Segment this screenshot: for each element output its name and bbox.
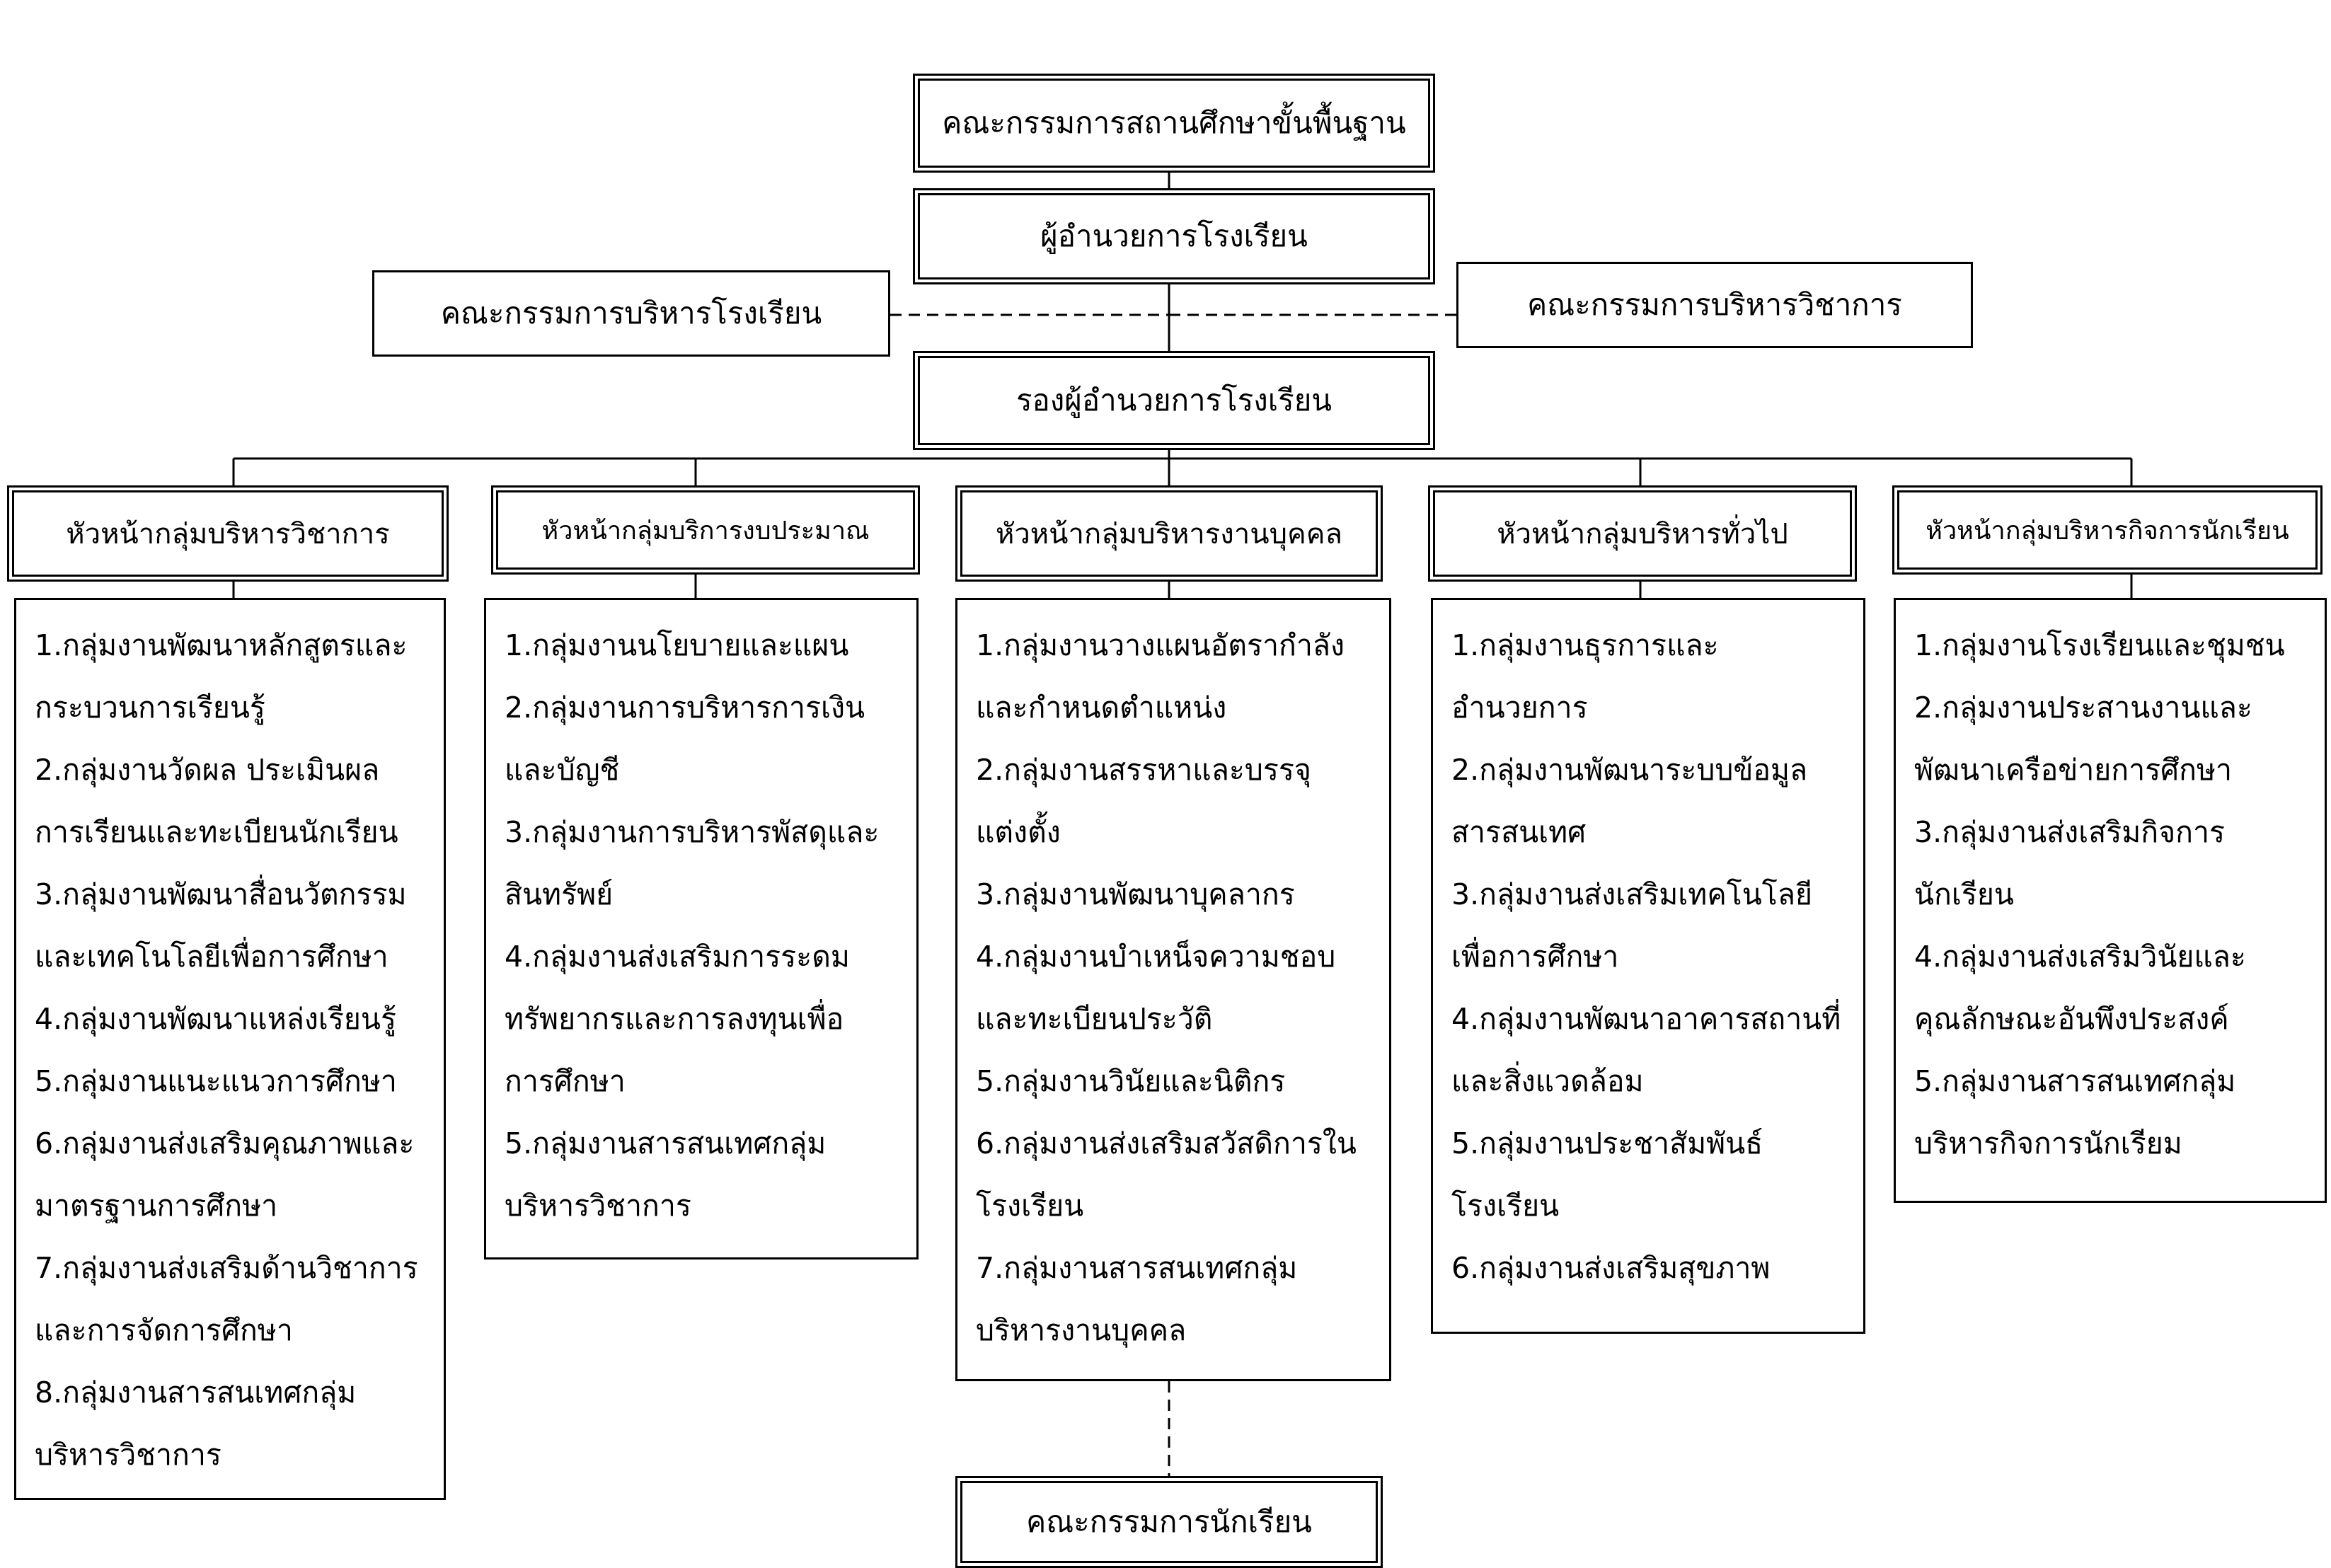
dept-head-academic-box: หัวหน้ากลุ่มบริหารวิชาการ: [7, 485, 449, 582]
list-item: สารสนเทศ: [1451, 815, 1587, 849]
list-item: 3.กลุ่มงานการบริหารพัสดุและ: [505, 815, 880, 849]
list-item: 2.กลุ่มงานพัฒนาระบบข้อมูล: [1451, 753, 1808, 787]
dept-head-student-affairs-label: หัวหน้ากลุ่มบริหารกิจการนักเรียน: [1926, 516, 2289, 546]
dept-head-personnel-label: หัวหน้ากลุ่มบริหารงานบุคคล: [995, 518, 1343, 550]
list-item: บริหารวิชาการ: [505, 1189, 691, 1223]
list-item: 4.กลุ่มงานส่งเสริมการระดม: [505, 940, 850, 974]
list-item: โรงเรียน: [976, 1189, 1084, 1223]
list-item: 5.กลุ่มงานวินัยและนิติกร: [976, 1064, 1286, 1098]
list-item: 6.กลุ่มงานส่งเสริมคุณภาพและ: [35, 1126, 415, 1160]
dept-head-student-affairs-box: หัวหน้ากลุ่มบริหารกิจการนักเรียน: [1892, 485, 2323, 575]
list-item: การศึกษา: [505, 1064, 626, 1098]
list-item: 6.กลุ่มงานส่งเสริมสวัสดิการใน: [976, 1126, 1357, 1160]
school-admin-committee-box: คณะกรรมการบริหารโรงเรียน: [372, 270, 890, 357]
dept-list-personnel: 1.กลุ่มงานวางแผนอัตรากำลัง และกำหนดตำแหน…: [955, 598, 1391, 1381]
list-item: 1.กลุ่มงานวางแผนอัตรากำลัง: [976, 628, 1345, 662]
list-item: 7.กลุ่มงานส่งเสริมด้านวิชาการ: [35, 1251, 418, 1285]
list-item: 4.กลุ่มงานพัฒนาแหล่งเรียนรู้: [35, 1002, 396, 1036]
student-committee-label: คณะกรรมการนักเรียน: [1026, 1504, 1312, 1539]
list-item: ทรัพยากรและการลงทุนเพื่อ: [505, 1002, 844, 1036]
dept-head-general-box: หัวหน้ากลุ่มบริหารทั่วไป: [1428, 485, 1857, 582]
dept-head-academic-label: หัวหน้ากลุ่มบริหารวิชาการ: [66, 518, 390, 550]
deputy-director-label: รองผู้อำนวยการโรงเรียน: [1015, 383, 1333, 417]
list-item: 3.กลุ่มงานพัฒนาสื่อนวัตกรรม: [35, 877, 407, 911]
dept-head-budget-label: หัวหน้ากลุ่มบริการงบประมาณ: [541, 516, 870, 546]
list-item: บริหารงานบุคคล: [976, 1313, 1187, 1347]
academic-admin-committee-label: คณะกรรมการบริหารวิชาการ: [1527, 287, 1902, 322]
list-item: 2.กลุ่มงานการบริหารการเงิน: [505, 691, 865, 725]
list-item: 8.กลุ่มงานสารสนเทศกลุ่ม: [35, 1376, 357, 1410]
list-item: แต่งตั้ง: [976, 815, 1061, 849]
list-item: โรงเรียน: [1451, 1189, 1560, 1223]
list-item: และกำหนดตำแหน่ง: [976, 691, 1227, 725]
list-item: บริหารกิจการนักเรียม: [1914, 1126, 2182, 1160]
list-item: กระบวนการเรียนรู้: [35, 691, 265, 725]
deputy-director-box: รองผู้อำนวยการโรงเรียน: [913, 351, 1435, 450]
dept-head-budget-box: หัวหน้ากลุ่มบริการงบประมาณ: [491, 485, 920, 575]
list-item: 1.กลุ่มงานนโยบายและแผน: [505, 628, 849, 662]
list-item: 5.กลุ่มงานประชาสัมพันธ์: [1451, 1126, 1763, 1160]
academic-admin-committee-box: คณะกรรมการบริหารวิชาการ: [1456, 262, 1973, 348]
list-item: 3.กลุ่มงานพัฒนาบุคลากร: [976, 877, 1295, 911]
list-item: 3.กลุ่มงานส่งเสริมเทคโนโลยี: [1451, 877, 1812, 911]
director-label: ผู้อำนวยการโรงเรียน: [1040, 219, 1308, 253]
list-item: 4.กลุ่มงานบำเหน็จความชอบ: [976, 940, 1336, 974]
list-item: นักเรียน: [1914, 877, 2014, 911]
dept-list-general: 1.กลุ่มงานธุรการและ อำนวยการ 2.กลุ่มงานพ…: [1431, 598, 1865, 1334]
list-item: 2.กลุ่มงานวัดผล ประเมินผล: [35, 753, 380, 787]
director-box: ผู้อำนวยการโรงเรียน: [913, 188, 1435, 284]
list-item: การเรียนและทะเบียนนักเรียน: [35, 815, 398, 849]
dept-list-academic: 1.กลุ่มงานพัฒนาหลักสูตรและ กระบวนการเรีย…: [14, 598, 446, 1500]
dept-head-general-label: หัวหน้ากลุ่มบริหารทั่วไป: [1497, 518, 1788, 550]
list-item: อำนวยการ: [1451, 691, 1588, 725]
list-item: 2.กลุ่มงานประสานงานและ: [1914, 691, 2252, 725]
list-item: สินทรัพย์: [505, 877, 614, 911]
dept-list-budget: 1.กลุ่มงานนโยบายและแผน 2.กลุ่มงานการบริห…: [484, 598, 919, 1259]
list-item: เพื่อการศึกษา: [1451, 940, 1619, 974]
student-committee-box: คณะกรรมการนักเรียน: [955, 1476, 1383, 1568]
list-item: พัฒนาเครือข่ายการศึกษา: [1914, 753, 2233, 787]
dept-list-student-affairs: 1.กลุ่มงานโรงเรียนและชุมชน 2.กลุ่มงานประ…: [1894, 598, 2327, 1203]
list-item: 6.กลุ่มงานส่งเสริมสุขภาพ: [1451, 1251, 1771, 1285]
list-item: มาตรฐานการศึกษา: [35, 1189, 278, 1223]
list-item: 5.กลุ่มงานสารสนเทศกลุ่ม: [1914, 1064, 2236, 1098]
list-item: 4.กลุ่มงานส่งเสริมวินัยและ: [1914, 940, 2246, 974]
dept-head-personnel-box: หัวหน้ากลุ่มบริหารงานบุคคล: [955, 485, 1383, 582]
list-item: 1.กลุ่มงานธุรการและ: [1451, 628, 1719, 662]
list-item: และบัญชี: [505, 753, 620, 787]
list-item: และการจัดการศึกษา: [35, 1313, 293, 1347]
basic-education-committee-box: คณะกรรมการสถานศึกษาขั้นพื้นฐาน: [913, 74, 1435, 173]
list-item: 5.กลุ่มงานแนะแนวการศึกษา: [35, 1064, 397, 1098]
basic-education-committee-label: คณะกรรมการสถานศึกษาขั้นพื้นฐาน: [942, 105, 1406, 140]
list-item: 5.กลุ่มงานสารสนเทศกลุ่ม: [505, 1126, 827, 1160]
list-item: และทะเบียนประวัติ: [976, 1002, 1213, 1036]
list-item: 1.กลุ่มงานโรงเรียนและชุมชน: [1914, 628, 2285, 662]
list-item: และเทคโนโลยีเพื่อการศึกษา: [35, 940, 388, 974]
list-item: 3.กลุ่มงานส่งเสริมกิจการ: [1914, 815, 2226, 849]
list-item: คุณลักษณะอันพึงประสงค์: [1914, 1002, 2229, 1036]
list-item: 7.กลุ่มงานสารสนเทศกลุ่ม: [976, 1251, 1298, 1285]
list-item: 4.กลุ่มงานพัฒนาอาคารสถานที่: [1451, 1002, 1841, 1036]
list-item: 2.กลุ่มงานสรรหาและบรรจุ: [976, 753, 1311, 787]
list-item: และสิ่งแวดล้อม: [1451, 1064, 1644, 1098]
list-item: บริหารวิชาการ: [35, 1438, 221, 1472]
list-item: 1.กลุ่มงานพัฒนาหลักสูตรและ: [35, 628, 408, 662]
school-admin-committee-label: คณะกรรมการบริหารโรงเรียน: [440, 296, 822, 330]
